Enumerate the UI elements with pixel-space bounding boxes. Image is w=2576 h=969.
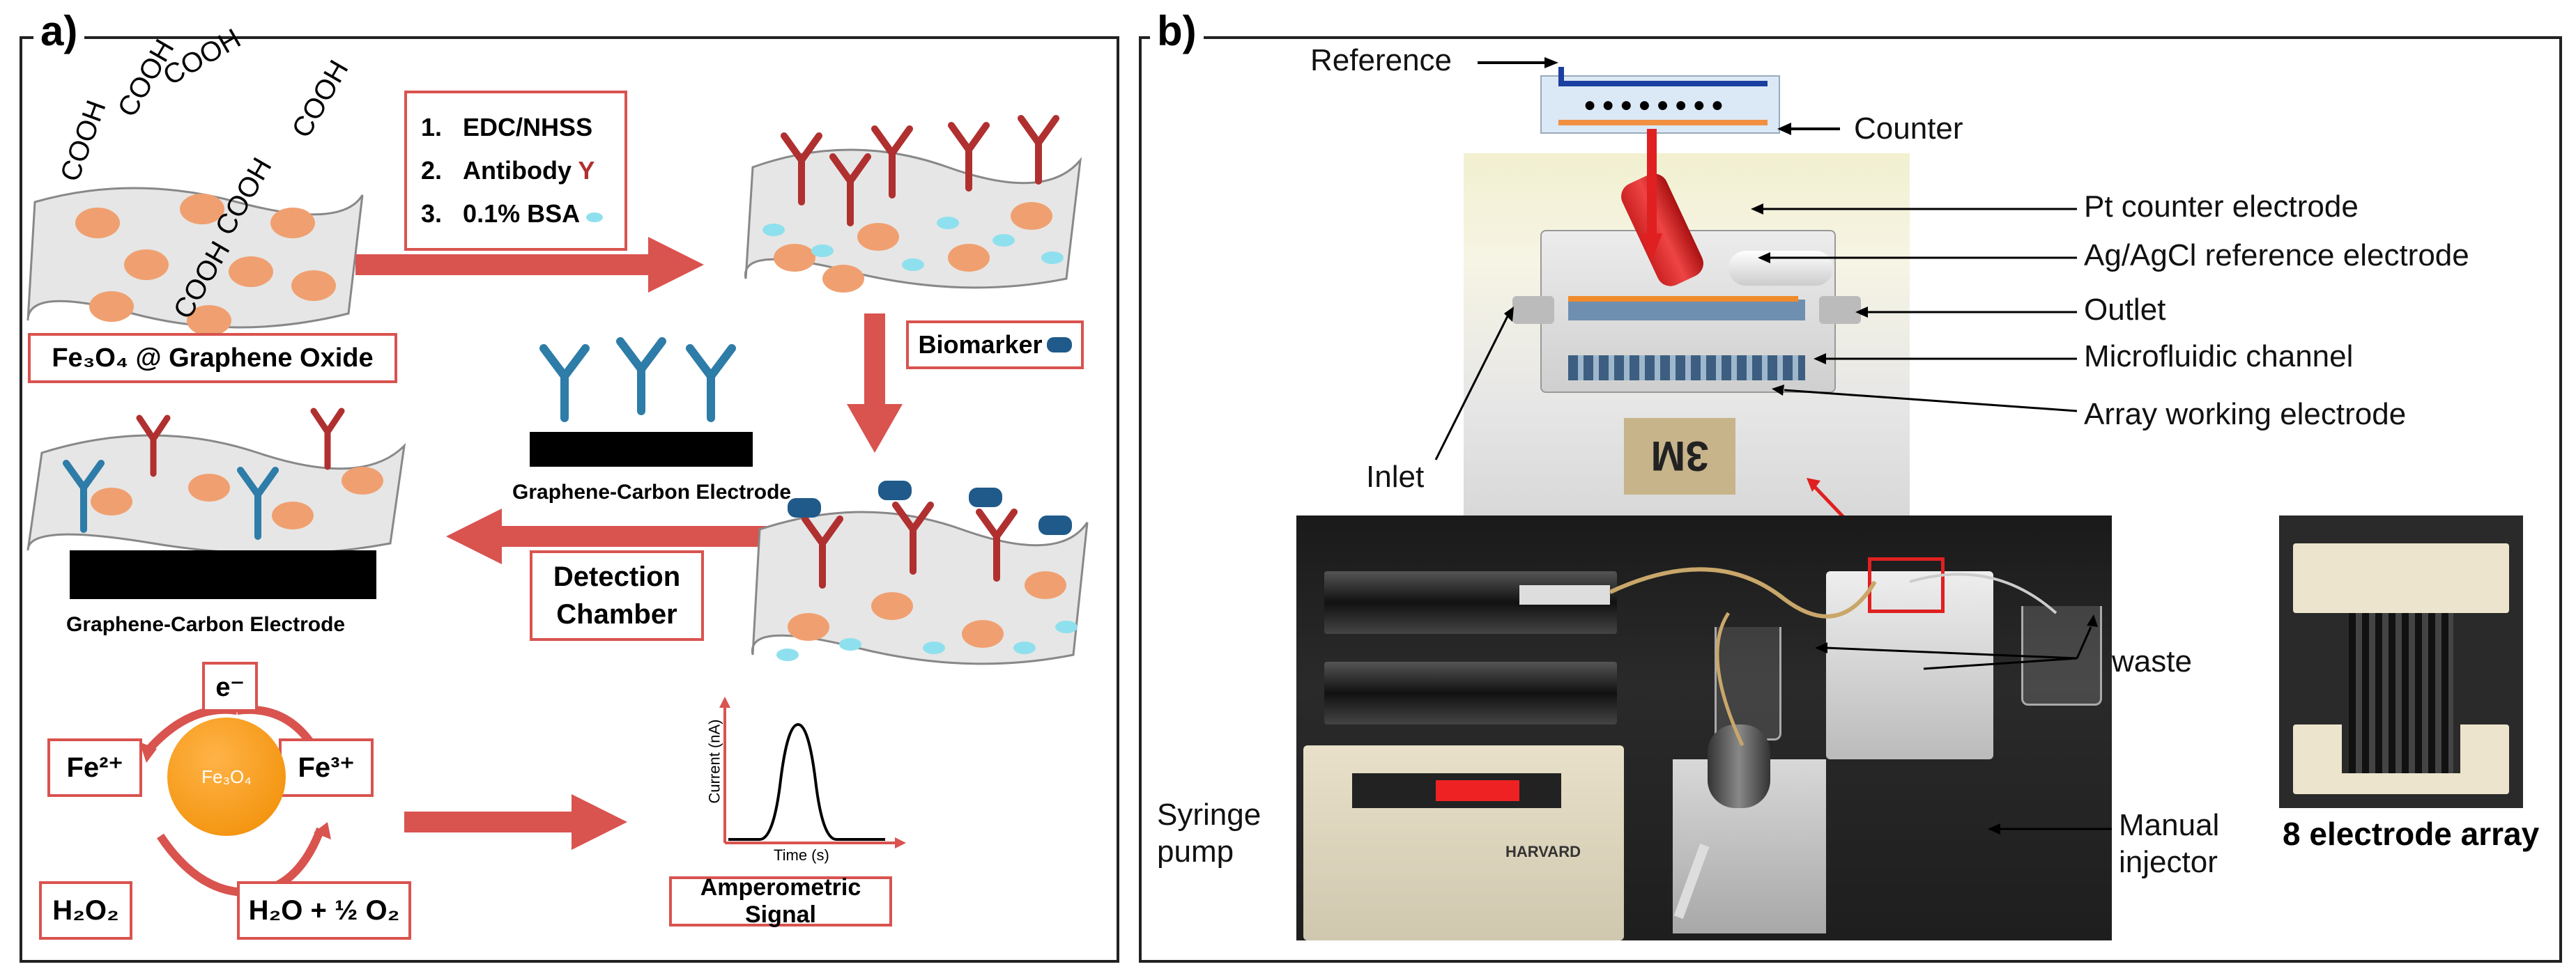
- fe3o4-core-label: Fe₃O₄: [201, 766, 252, 787]
- counter-arrow: [1777, 123, 1840, 135]
- arrow-down-icon: [847, 313, 903, 453]
- syringe-pump-label-1: Syringe: [1157, 798, 1262, 832]
- microfluidic-channel-label: Microfluidic channel: [2084, 339, 2354, 373]
- arrow-right-icon: [355, 237, 704, 293]
- waste-beaker-2: [1715, 627, 1781, 741]
- manual-injector-label-1: Manual: [2119, 808, 2220, 842]
- inlet-label: Inlet: [1366, 460, 1425, 494]
- syringe-rail-bottom: [1324, 662, 1617, 724]
- electrode-array-photo: [2279, 515, 2523, 808]
- array-electrode-strip: [1568, 355, 1805, 380]
- highlight-box: [1868, 557, 1945, 613]
- panel-a-letter: a): [33, 7, 85, 55]
- channel-strip: [1568, 300, 1805, 320]
- reference-electrode-bar: [1558, 81, 1768, 86]
- outlet-fitting: [1819, 296, 1861, 324]
- inlet-fitting: [1512, 296, 1554, 324]
- pump-display-digits: [1436, 780, 1519, 801]
- electrode-schematic: ●●●●●●●●: [1540, 67, 1780, 134]
- electrode-array-caption: 8 electrode array: [2283, 816, 2540, 852]
- panel-b-letter: b): [1150, 7, 1204, 55]
- fe3o4-core: Fe₃O₄: [167, 718, 286, 836]
- arrow-left-icon: [446, 509, 795, 564]
- reference-tube: [1728, 251, 1833, 286]
- products-label: H₂O + ½ O₂: [237, 881, 411, 940]
- antibody-icon: Y: [578, 156, 595, 185]
- fe3o4-graphene-oxide-label: Fe₃O₄ @ Graphene Oxide: [28, 333, 397, 383]
- waste-label: waste: [2112, 644, 2192, 679]
- syringe-barrel: [1519, 585, 1610, 605]
- biomarker-icon: [1046, 337, 1072, 352]
- h2o2-label: H₂O₂: [39, 881, 132, 940]
- bsa-icon: [585, 212, 603, 222]
- amperometric-signal-plot: [719, 697, 906, 848]
- amperometric-signal-label: Amperometric Signal: [669, 874, 892, 928]
- manual-injector-label-2: injector: [2119, 845, 2218, 879]
- array-working-electrode-label: Array working electrode: [2084, 397, 2407, 431]
- array-traces: [2349, 613, 2453, 773]
- microfluidic-cell-photo: 3M: [1464, 153, 1910, 515]
- graphene-oxide-sheet-3: [751, 481, 1089, 665]
- reference-label: Reference: [1310, 43, 1452, 77]
- biomarker-label: Biomarker: [906, 320, 1084, 369]
- counter-electrode-bar: [1558, 120, 1768, 125]
- arrow-right-icon: [404, 794, 627, 850]
- setup-photo: HARVARD: [1296, 515, 2112, 940]
- agcl-reference-electrode-label: Ag/AgCl reference electrode: [2084, 238, 2469, 272]
- pt-counter-electrode-label: Pt counter electrode: [2084, 189, 2359, 224]
- reference-electrode-post: [1558, 67, 1564, 86]
- electrode-label-top: Graphene-Carbon Electrode: [512, 481, 792, 504]
- step-3: 3. 0.1% BSA: [421, 192, 603, 235]
- counter-label: Counter: [1854, 111, 1963, 146]
- array-pad-top: [2293, 543, 2509, 613]
- fe3-label: Fe³⁺: [279, 738, 374, 797]
- electrode-label-bottom: Graphene-Carbon Electrode: [66, 613, 346, 636]
- step-2: 2. Antibody Y: [421, 156, 595, 185]
- tubing: [1609, 567, 2057, 747]
- graphene-carbon-electrode-top: [530, 337, 753, 467]
- reference-arrow: [1478, 57, 1558, 68]
- graphene-oxide-sheet-2: [744, 115, 1082, 293]
- graphene-carbon-electrode-bottom: [26, 408, 406, 599]
- steps-box: 1. EDC/NHSS 2. Antibody Y 3. 0.1% BSA: [404, 91, 627, 251]
- fe2-label: Fe²⁺: [47, 738, 142, 797]
- schematic-to-cell-arrow: [1641, 129, 1662, 261]
- step-1: 1. EDC/NHSS: [421, 113, 593, 141]
- signal-xlabel: Time (s): [774, 846, 829, 864]
- pump-brand: HARVARD: [1505, 843, 1581, 860]
- outlet-label: Outlet: [2084, 293, 2166, 327]
- syringe-pump-label-2: pump: [1157, 835, 1234, 869]
- electron-label: e⁻: [202, 662, 258, 712]
- array-dots: ●●●●●●●●: [1584, 93, 1729, 116]
- counter-electrode-strip: [1568, 296, 1798, 302]
- detection-chamber-label: Detection Chamber: [530, 550, 704, 641]
